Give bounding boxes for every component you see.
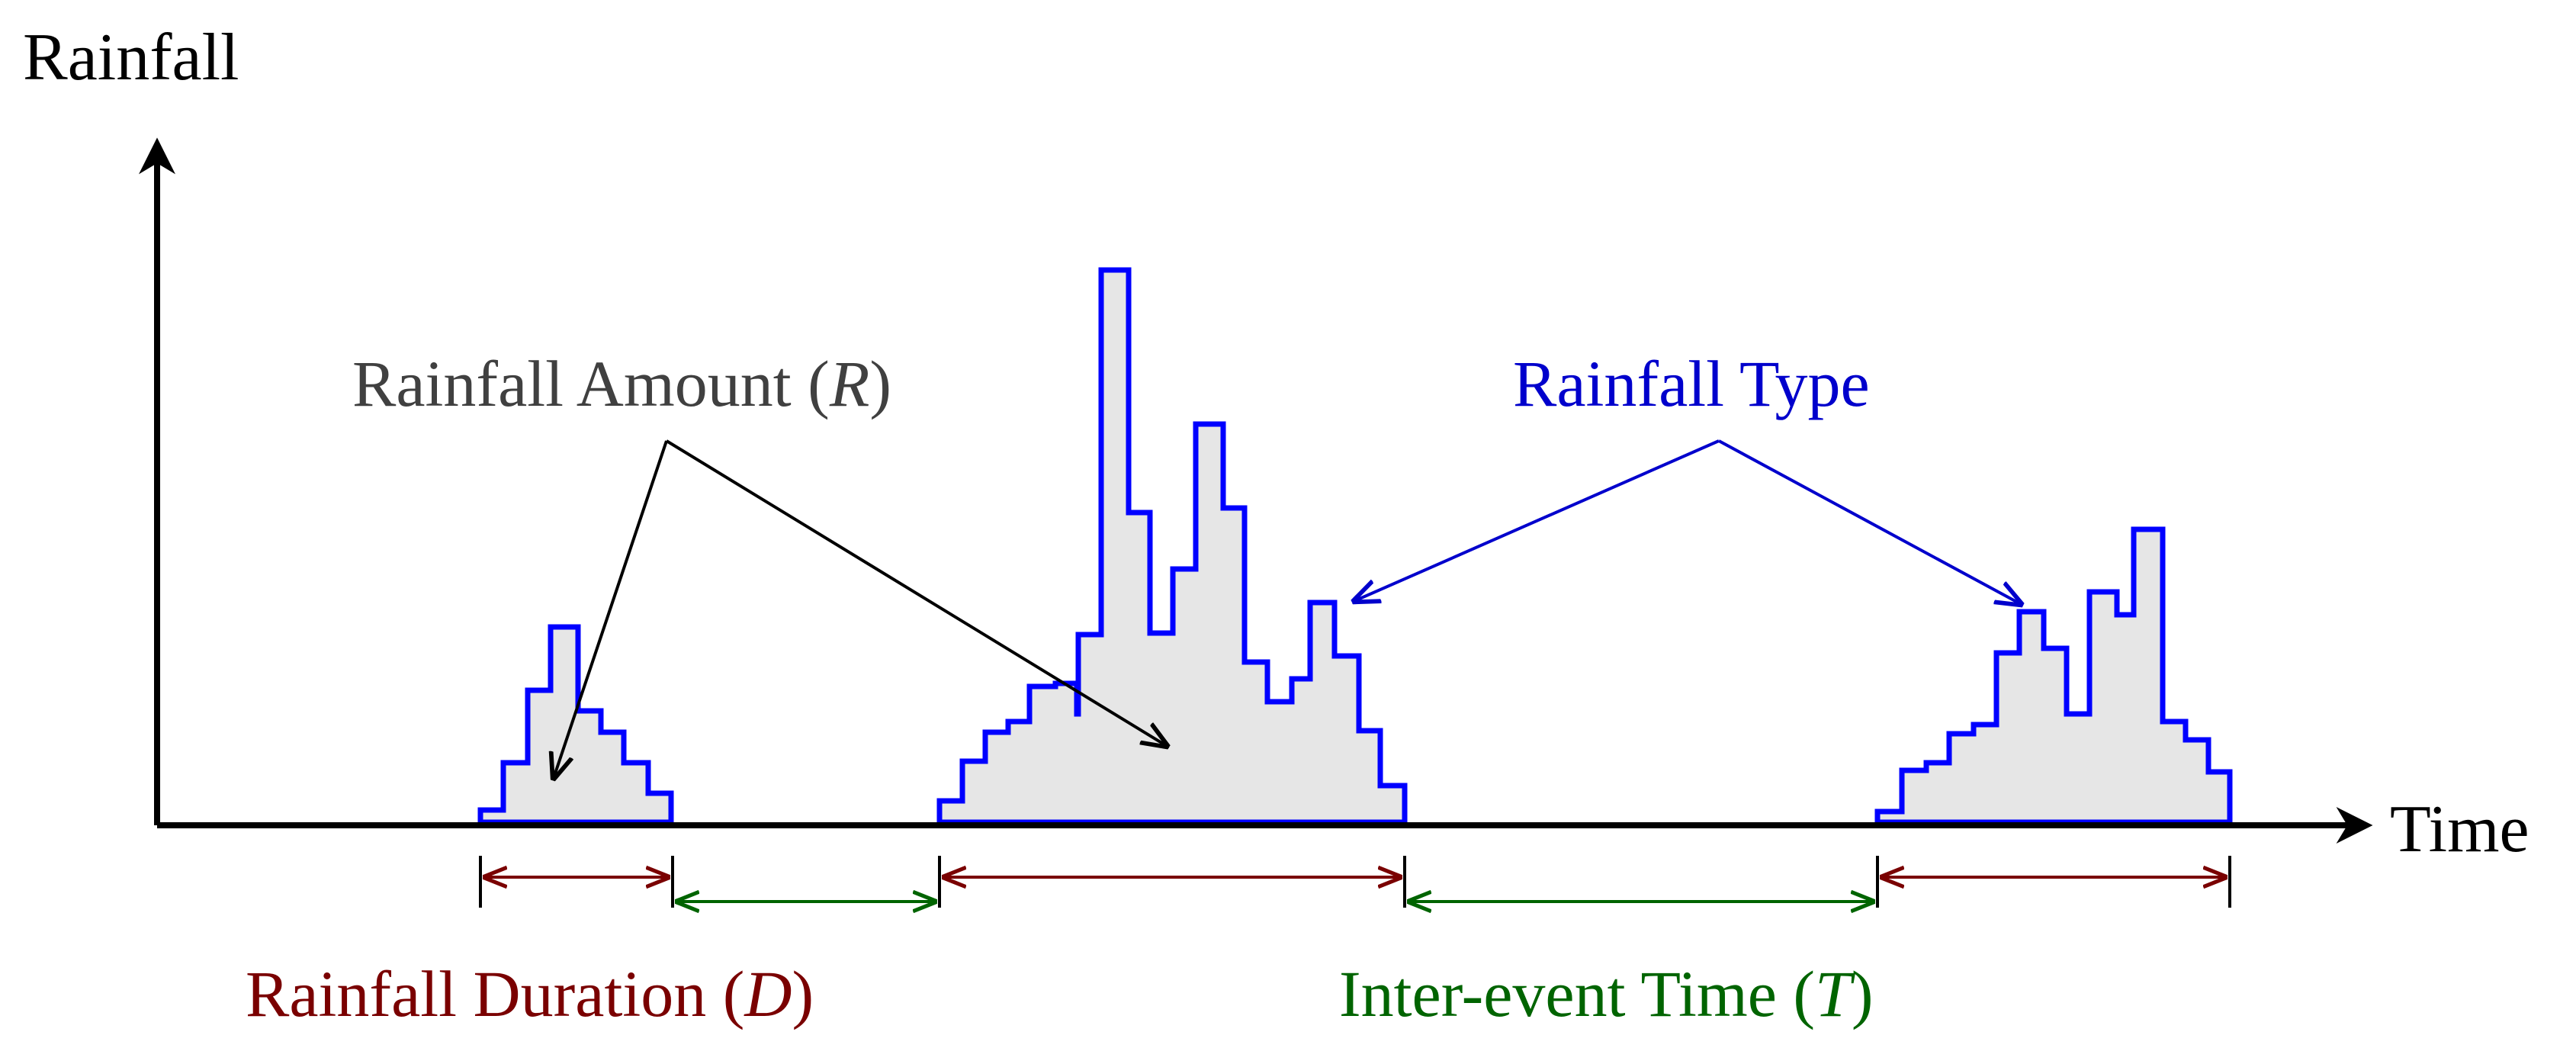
y-axis-label: Rainfall	[23, 21, 239, 95]
type-pointer-2	[1718, 439, 2021, 604]
duration-bracket-2	[938, 856, 1406, 908]
rainfall-type-label: Rainfall Type	[1513, 347, 1870, 420]
hyetograph-event-1	[477, 624, 674, 825]
interevent-time-label: Inter-event Time (T)	[1339, 957, 1874, 1030]
duration-bracket-1	[479, 856, 674, 908]
rainfall-duration-label: Rainfall Duration (D)	[246, 957, 814, 1030]
type-pointer-1	[1354, 439, 1720, 601]
rainfall-amount-label: Rainfall Amount (R)	[352, 347, 891, 420]
amount-pointer-2	[665, 439, 1167, 746]
hyetograph-event-3	[1874, 526, 2233, 825]
amount-pointer-1	[554, 440, 668, 778]
x-axis-label: Time	[2390, 792, 2529, 866]
hyetograph-event-2	[936, 267, 1408, 825]
duration-bracket-3	[1876, 856, 2231, 908]
